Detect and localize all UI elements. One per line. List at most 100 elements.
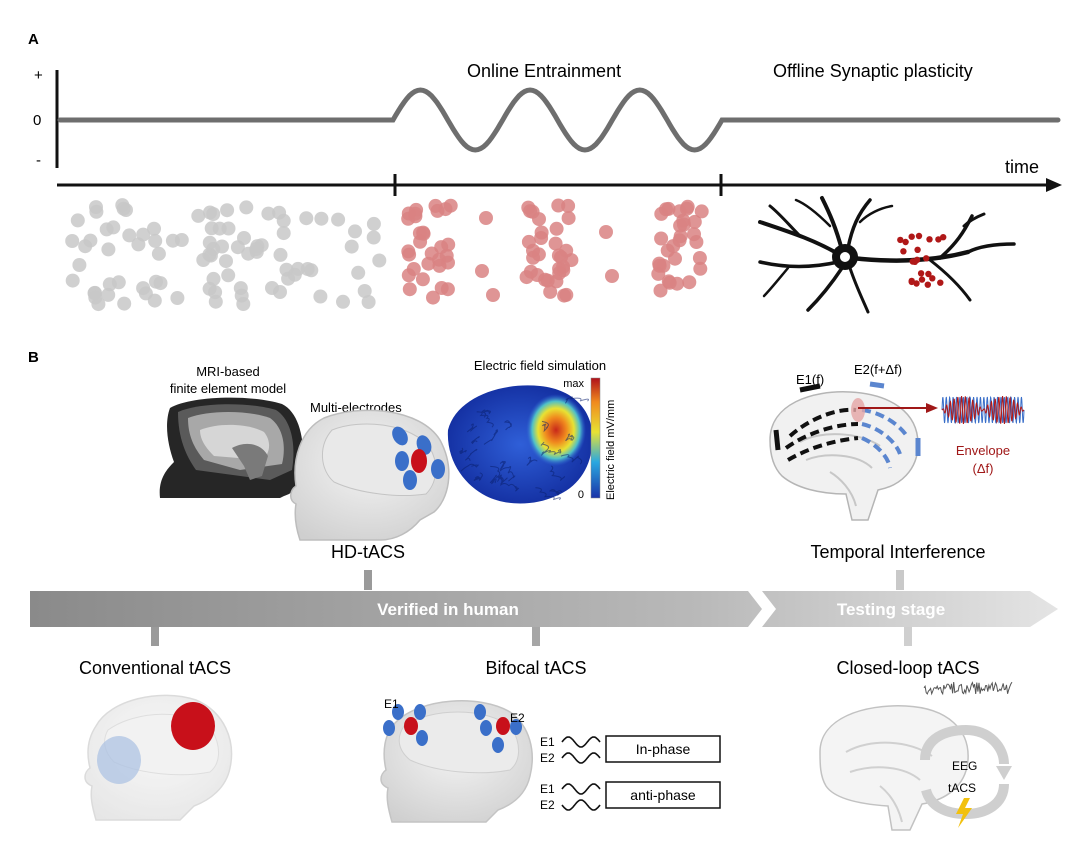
synaptic-vesicle [925,270,932,278]
ti-envelope-arrowhead [926,403,938,413]
neuron-dot-red [428,198,443,213]
neuron-dot-grey [220,203,235,218]
neuron-dot-red [406,262,421,276]
neuron-dot-red [475,264,489,278]
neuron-dot-grey [170,291,185,305]
neuron-dot-grey [276,226,291,241]
neuron-dot-grey [221,268,236,283]
axis-minus-label: - [36,152,41,169]
neuron-dot-grey [372,253,387,268]
neuron-dot-grey [300,262,315,276]
neuron-dot-red [561,211,576,226]
synaptic-vesicle [911,258,919,265]
in-phase-wave-e2 [561,752,601,764]
neuron-dot-grey [236,297,251,311]
ti-e2-electrode-a [869,381,885,389]
efield-brain [447,385,593,504]
in-phase-e1-label: E1 [540,735,555,749]
bifocal-e1-electrode-3 [414,704,426,720]
in-phase-box [605,735,721,763]
anti-phase-wave-e1 [561,783,601,795]
synaptic-vesicle [924,281,931,288]
ti-delta-label: (Δf) [973,461,994,476]
synaptic-vesicle [915,232,923,240]
ti-label: Temporal Interference [810,542,985,562]
neuron-dot-grey [212,221,227,236]
neuron-dot-grey [291,261,305,276]
synaptic-vesicle [935,236,942,243]
ti-e1-electrode-a [799,383,821,393]
anti-phase-box [605,781,721,809]
neuron-dot-grey [115,198,130,213]
neuron-dot-grey [314,211,329,226]
hd-electrode-blue-4 [395,451,409,471]
bifocal-e1-head-label: E1 [384,697,399,711]
neuron-dot-grey [261,206,276,221]
hd-tacs-head [290,409,450,541]
in-phase-e2-label: E2 [540,751,555,765]
neuron-dot-grey [72,258,87,272]
anti-phase-wave-e2 [561,799,601,811]
bifocal-e2-head-label: E2 [510,711,525,725]
anti-phase-e2-label: E2 [540,798,555,812]
neuron-dot-red [519,270,534,285]
synaptic-vesicle [900,248,907,255]
in-phase-wave-e1 [561,736,601,748]
efield-title: Electric field simulation [474,358,606,373]
neuron-dot-grey [83,233,98,248]
neuron-dot-red [532,212,546,227]
neuron-dot-grey [65,273,80,288]
bifocal-e2-electrode-3 [510,719,522,735]
hd-tacs-label: HD-tACS [331,542,405,562]
asynchronous-neurons [65,198,387,312]
neuron-dot-red [692,251,707,265]
stimulation-waveform [57,87,1061,153]
bifocal-e1-electrode-1 [392,704,404,720]
neuron-dot-grey [89,204,104,219]
bifocal-e2-electrode-1 [474,704,486,720]
neuron-dot-grey [149,274,163,289]
neuron-dot-red [554,250,568,265]
offline-plasticity-label: Offline Synaptic plasticity [773,61,973,81]
neuron-dot-red [530,268,545,282]
time-axis-arrowhead [1046,178,1062,192]
neuron-dot-grey [151,246,166,261]
neuron-dot-grey [91,297,106,312]
synaptic-vesicle [897,236,904,244]
tacs-label: tACS [948,781,976,795]
conventional-electrode-red [171,702,215,750]
neuron-dot-grey [106,220,121,235]
neuron-dot-grey [70,213,85,228]
neuron-dot-grey [299,211,314,226]
neuron-dot-grey [208,294,223,309]
neuron-nucleus [840,252,850,262]
neuron-dot-grey [239,200,254,215]
neuron-dot-red [479,211,493,225]
hd-electrode-blue-5 [403,470,417,490]
neuron-dot-grey [165,233,180,248]
ti-e1-label: E1(f) [796,372,824,387]
neuron-dot-grey [313,289,328,304]
mri-head-model [159,397,304,498]
mri-label-line1: MRI-based [196,364,260,379]
neuron-dot-grey [191,208,206,223]
neuron-dot-grey [136,281,151,296]
synaptic-vesicle [926,236,933,243]
anti-phase-label: anti-phase [630,787,696,803]
neuron-dot-red [682,275,697,290]
axis-zero-label: 0 [33,112,41,129]
lightning-bolt-icon [956,798,972,828]
neuron-dot-red [521,234,536,249]
hd-electrode-red [411,449,427,473]
neuron-dot-grey [230,240,245,255]
neuron-dot-grey [122,228,137,243]
neuron-dot-red [693,261,708,276]
neuron-dot-red [670,276,685,291]
bifocal-e2-electrode-2 [480,720,492,736]
synaptic-vesicle [908,278,915,286]
neuron-illustration [758,196,1016,314]
bifocal-e1-electrode-2 [383,720,395,736]
neuron-dot-red [432,258,447,273]
neuron-dot-grey [265,281,279,295]
panel-a-label: A [28,31,39,48]
